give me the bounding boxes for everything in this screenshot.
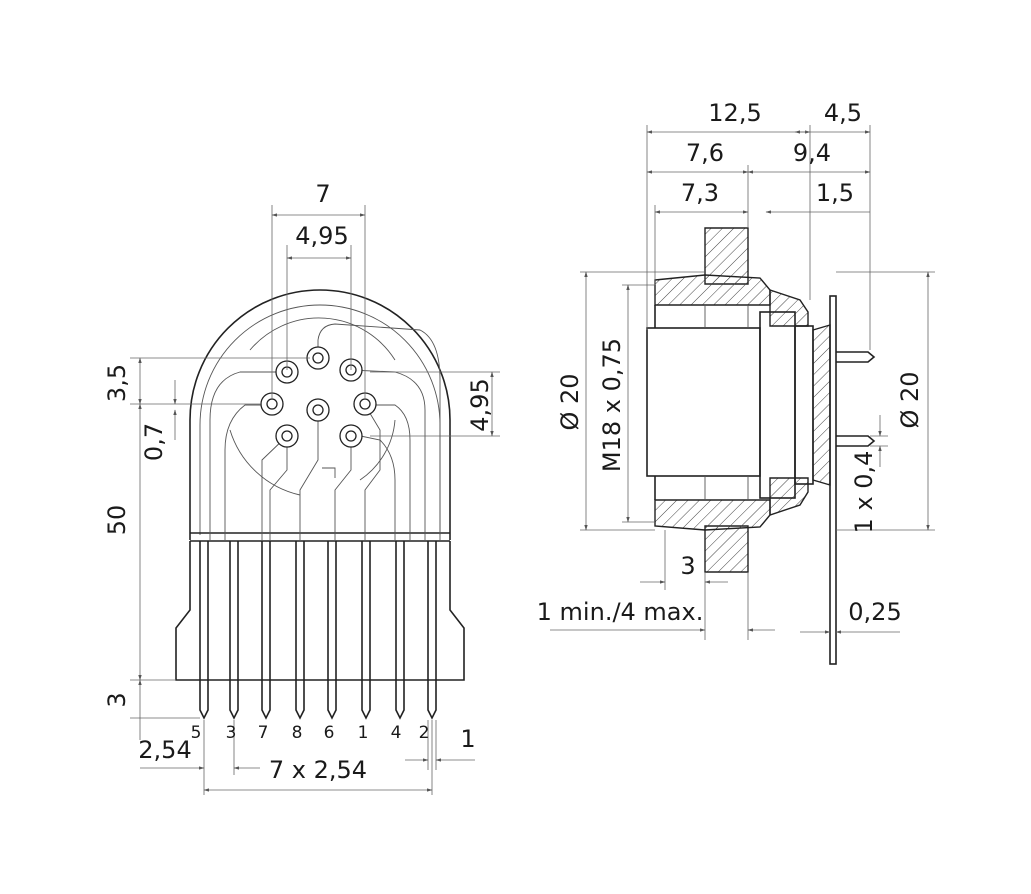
pin-label: 7 (258, 723, 269, 743)
side-pin-lower (836, 435, 876, 447)
side-dimension-lines (550, 125, 935, 640)
dim-0-25: 0,25 (848, 598, 901, 626)
panel-lower (704, 525, 749, 573)
side-main-body (646, 327, 761, 477)
nut-lower (654, 499, 771, 531)
dim-2-54: 2,54 (138, 736, 191, 764)
flange-upper (769, 289, 809, 327)
pin-label: 6 (324, 723, 335, 743)
dim-3-5: 3,5 (103, 364, 131, 402)
dim-7-6: 7,6 (686, 139, 724, 167)
side-pin-upper (836, 351, 876, 363)
front-lower-body (175, 541, 465, 681)
side-view: 12,5 4,5 7,6 9,4 7,3 1,5 Ø 20 M18 x 0,75… (537, 99, 935, 665)
contact-pins (260, 346, 377, 448)
nut-upper (654, 274, 771, 306)
dim-thread: M18 x 0,75 (598, 338, 626, 472)
dim-pin-section: 1 x 0,4 (850, 451, 878, 534)
dim-7-3: 7,3 (681, 179, 719, 207)
dim-dia-20-right: Ø 20 (896, 371, 924, 428)
dim-50: 50 (103, 505, 131, 536)
dim-4-95-right: 4,95 (466, 378, 494, 431)
dim-1-5: 1,5 (816, 179, 854, 207)
seal (812, 324, 831, 486)
pin-label: 5 (191, 723, 202, 743)
dim-3-side: 3 (680, 552, 695, 580)
dim-4-5: 4,5 (824, 99, 862, 127)
dim-7x2-54: 7 x 2,54 (269, 756, 367, 784)
pin-label: 8 (292, 723, 303, 743)
dim-0-7: 0,7 (140, 423, 168, 461)
front-view: 7 4,95 3,5 0,7 50 3 4,95 2,54 1 7 x 2,54… (103, 180, 500, 795)
front-housing-outline (189, 289, 451, 540)
pin-label: 3 (226, 723, 237, 743)
pin-label: 1 (358, 723, 369, 743)
dim-4-95-top: 4,95 (295, 222, 348, 250)
dim-dia-20-left: Ø 20 (556, 373, 584, 430)
flange-lower (769, 477, 809, 516)
pin-label: 2 (419, 723, 430, 743)
solder-pins (199, 541, 437, 720)
dim-panel-thickness: 1 min./4 max. (537, 598, 704, 626)
pcb-plate (829, 295, 837, 665)
dim-7: 7 (315, 180, 330, 208)
pin-label: 4 (391, 723, 402, 743)
dim-1: 1 (460, 725, 475, 753)
pcb-traces (209, 323, 441, 540)
dim-9-4: 9,4 (793, 139, 831, 167)
front-dimension-lines (130, 205, 500, 795)
dim-12-5: 12,5 (708, 99, 761, 127)
dim-3-front: 3 (103, 692, 131, 707)
